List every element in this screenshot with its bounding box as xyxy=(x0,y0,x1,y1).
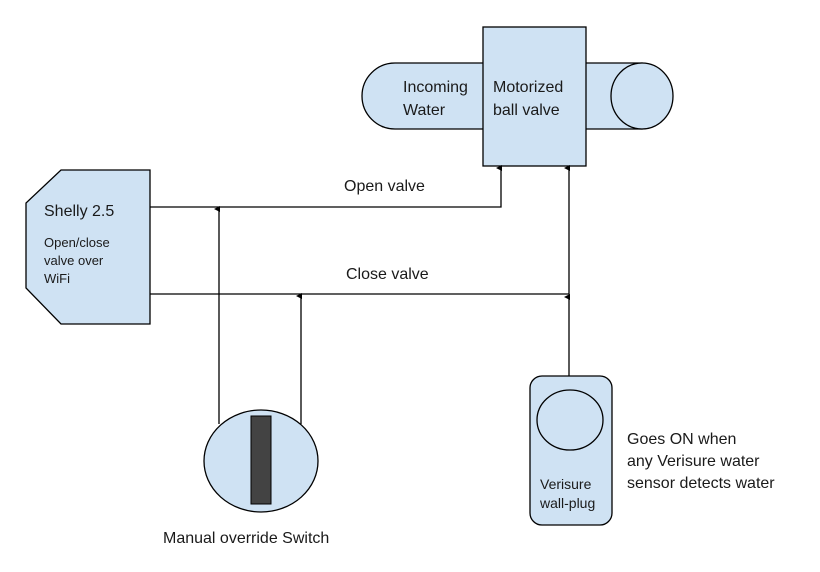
annotation-line1: Goes ON when xyxy=(627,431,736,448)
shelly-box xyxy=(25,169,151,325)
verisure-wall-plug: Verisure wall-plug xyxy=(529,375,613,526)
wires: Open valve Close valve xyxy=(150,165,570,424)
shelly-title: Shelly 2.5 xyxy=(44,203,114,220)
pipe-label-line2: Water xyxy=(403,102,446,119)
pipe-label-line1: Incoming xyxy=(403,79,468,96)
open-valve-wire xyxy=(150,165,502,208)
verisure-button-icon xyxy=(536,389,604,451)
switch-caption: Manual override Switch xyxy=(163,530,329,547)
verisure-label-line1: Verisure xyxy=(540,476,592,492)
verisure-label-line2: wall-plug xyxy=(539,495,595,511)
pipe-end-cap xyxy=(610,62,674,130)
annotation-line3: sensor detects water xyxy=(627,475,775,492)
shelly-desc-line1: Open/close xyxy=(44,235,110,250)
valve-label-line1: Motorized xyxy=(493,79,563,96)
annotation-line2: any Verisure water xyxy=(627,453,760,470)
shelly-device: Shelly 2.5 Open/close valve over WiFi xyxy=(25,169,151,325)
switch-lever xyxy=(250,415,272,505)
motorized-ball-valve: Motorized ball valve xyxy=(482,26,587,167)
valve-label-line2: ball valve xyxy=(493,102,560,119)
open-valve-label: Open valve xyxy=(344,178,425,195)
valve-box xyxy=(482,26,587,167)
verisure-annotation: Goes ON when any Verisure water sensor d… xyxy=(627,431,775,492)
manual-override-switch: Manual override Switch xyxy=(163,409,329,547)
close-valve-label: Close valve xyxy=(346,266,429,283)
shelly-desc-line3: WiFi xyxy=(44,271,70,286)
shelly-desc-line2: valve over xyxy=(44,253,104,268)
